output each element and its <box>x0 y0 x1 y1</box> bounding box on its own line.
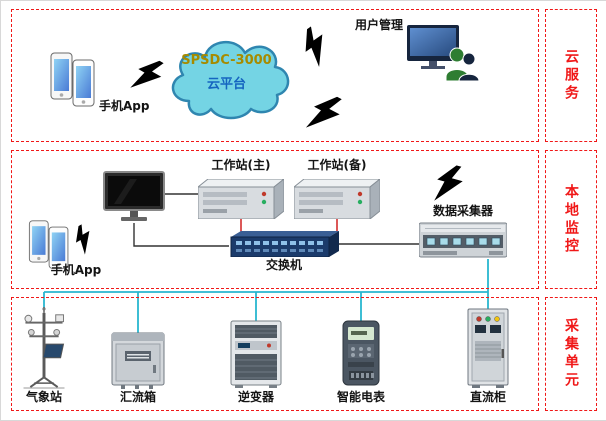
tier-cloud-side-label: 云服务 <box>545 9 597 142</box>
side-label-collection: 采集单元 <box>563 318 579 390</box>
workstation-backup <box>294 179 380 219</box>
switch-icon <box>230 231 339 257</box>
phone-icon <box>50 52 95 107</box>
inverter-label: 逆变器 <box>237 390 274 404</box>
phones-cloud <box>49 51 99 109</box>
workstation-backup-label: 工作站(备) <box>307 158 367 172</box>
side-label-cloud: 云服务 <box>563 48 579 103</box>
workstation-main <box>198 179 284 219</box>
weather-station <box>21 307 67 389</box>
monitor-display <box>103 171 165 223</box>
data-collector-icon <box>419 222 507 258</box>
combiner-box <box>109 331 167 389</box>
phone-icon <box>28 220 69 269</box>
workstation-main-label: 工作站(主) <box>211 158 271 172</box>
data-collector <box>419 221 507 259</box>
tier-cloud-box <box>11 9 539 142</box>
side-label-local: 本地监控 <box>563 183 579 256</box>
smart-meter <box>339 319 383 389</box>
cloud-icon <box>171 40 290 120</box>
server-icon <box>294 179 380 219</box>
network-switch <box>229 231 339 257</box>
user-management-workstation <box>407 25 479 83</box>
dc-cabinet-label: 直流柜 <box>469 390 506 404</box>
phone-app-cloud-label: 手机App <box>99 99 150 113</box>
dc-cabinet <box>465 307 511 389</box>
tier-collection-box <box>11 297 539 411</box>
computer-users-icon <box>407 25 479 82</box>
phone-app-local-label: 手机App <box>50 263 102 277</box>
user-management-label: 用户管理 <box>354 18 403 32</box>
tier-local-side-label: 本地监控 <box>545 150 597 289</box>
server-icon <box>198 179 284 219</box>
data-collector-label: 数据采集器 <box>432 204 493 218</box>
smart-meter-label: 智能电表 <box>336 390 385 404</box>
tier-local-box <box>11 150 539 289</box>
dc-cabinet-icon <box>467 308 509 388</box>
phones-local <box>27 219 73 271</box>
cloud-platform-name: SPSDC-3000 <box>181 53 272 68</box>
combiner-box-icon <box>111 332 165 389</box>
tier-collection-side-label: 采集单元 <box>545 297 597 411</box>
network-switch-label: 交换机 <box>265 258 302 272</box>
inverter-icon <box>230 320 282 388</box>
weather-station-icon <box>23 307 65 389</box>
weather-station-label: 气象站 <box>25 390 62 404</box>
monitor-icon <box>103 171 165 221</box>
smart-meter-icon <box>342 320 380 386</box>
cloud-platform-subtitle: 云平台 <box>206 77 246 92</box>
combiner-box-label: 汇流箱 <box>119 390 156 404</box>
inverter <box>229 319 283 389</box>
